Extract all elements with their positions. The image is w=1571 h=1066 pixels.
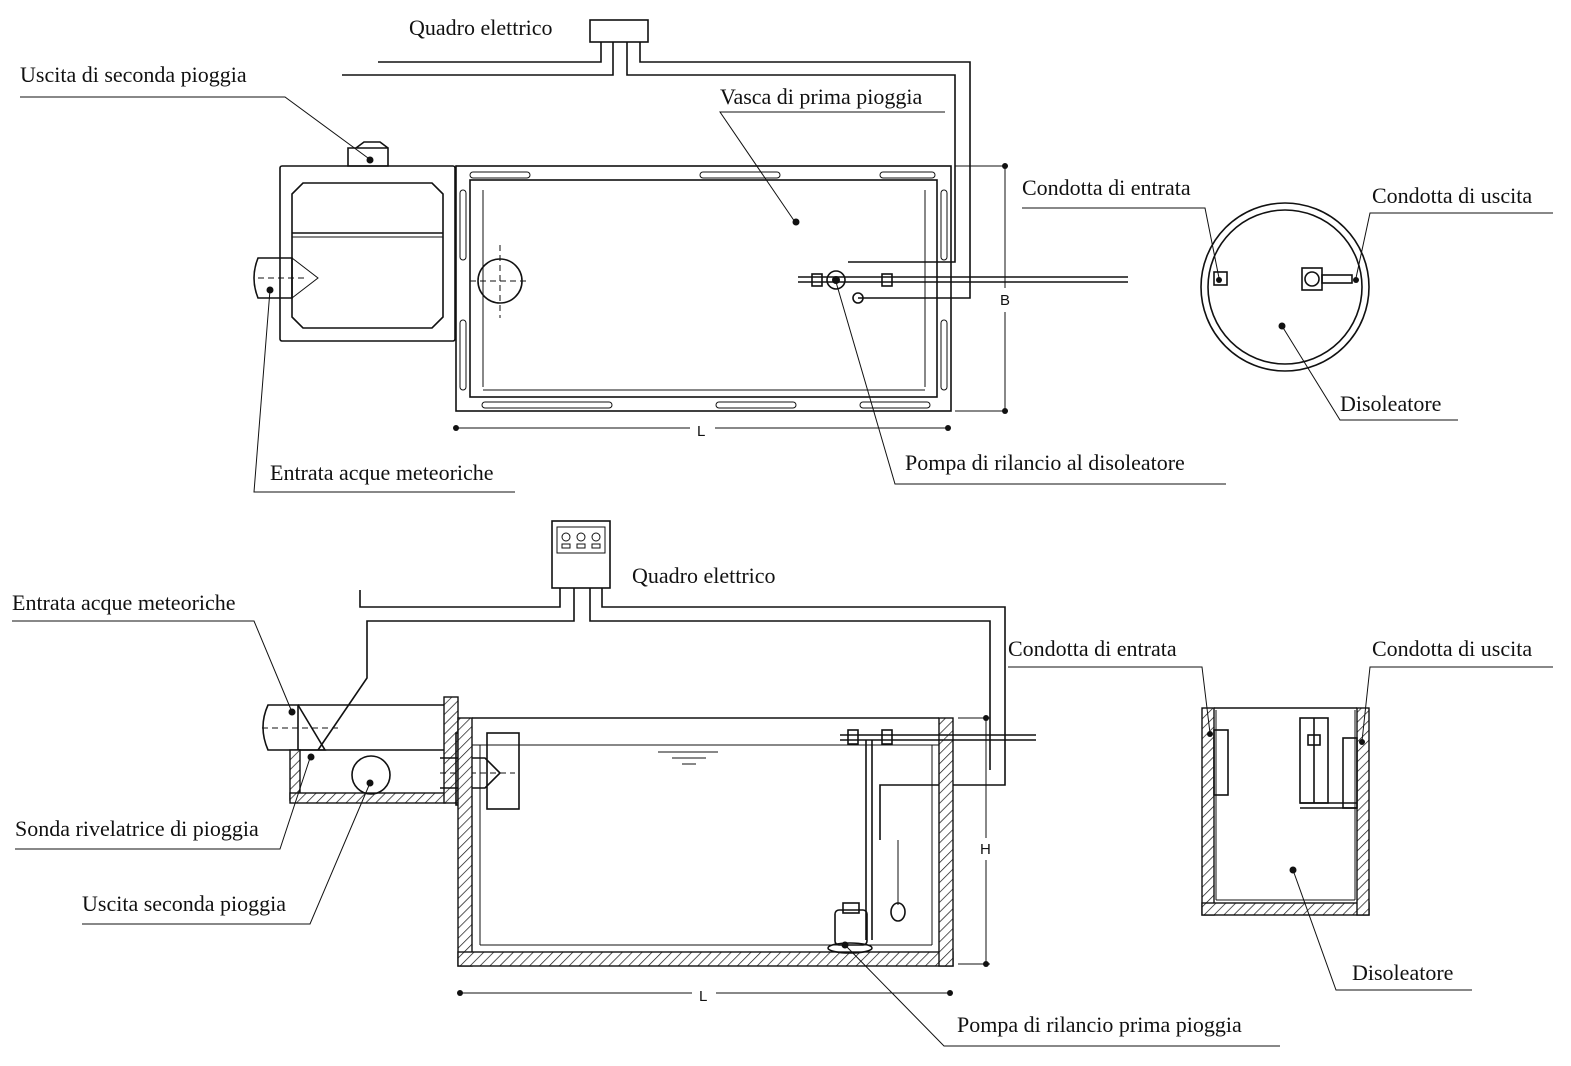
section-disoleatore-label: Disoleatore — [1352, 960, 1453, 985]
section-sonda-dot — [307, 753, 315, 761]
plan-condotta-entrata-leader — [1022, 207, 1220, 279]
section-uscita-seconda-label: Uscita seconda pioggia — [82, 891, 286, 916]
section-entrata-dot — [288, 708, 296, 716]
section-condotta-uscita-leader — [1361, 666, 1553, 742]
plan-entrata-leader — [253, 289, 515, 493]
section-sonda-leader — [15, 757, 311, 850]
plan-uscita-leader — [20, 96, 369, 159]
plan-dim-b — [955, 163, 1008, 414]
plan-vasca-dot — [792, 218, 800, 226]
section-condotta-uscita-label: Condotta di uscita — [1372, 636, 1532, 661]
plan-uscita-dot — [366, 156, 374, 164]
plan-main-tank — [455, 165, 1128, 412]
plan-condotta-entrata-label: Condotta di entrata — [1022, 175, 1191, 200]
plan-pompa-leader — [835, 281, 1226, 485]
section-main-tank — [457, 717, 1036, 967]
section-view: Quadro elettrico Entrata acque meteorich… — [12, 520, 1553, 1047]
section-entrata-acque-label: Entrata acque meteoriche — [12, 590, 236, 615]
section-condotta-entrata-dot — [1207, 731, 1213, 737]
plan-entrata-acque-label: Entrata acque meteoriche — [270, 460, 494, 485]
plan-dim-l — [453, 425, 951, 431]
section-dim-l-label: L — [699, 988, 707, 1005]
section-oil-separator — [1201, 707, 1370, 916]
section-pompa-leader — [844, 944, 1280, 1047]
section-disoleatore-leader — [1292, 869, 1472, 991]
plan-quadro-label: Quadro elettrico — [409, 15, 553, 40]
section-inlet-chamber — [262, 696, 520, 810]
section-condotta-entrata-label: Condotta di entrata — [1008, 636, 1177, 661]
plan-inlet-chamber — [253, 165, 456, 342]
plan-view: Quadro elettrico Uscita di seconda piogg… — [20, 15, 1553, 493]
section-uscita-leader — [82, 782, 371, 925]
plan-uscita-label: Uscita di seconda pioggia — [20, 62, 247, 87]
plan-disoleatore-dot — [1278, 322, 1286, 330]
plan-vasca-leader — [719, 111, 945, 223]
section-quadro-label: Quadro elettrico — [632, 563, 776, 588]
section-dim-l — [457, 990, 953, 996]
section-dim-h — [958, 715, 990, 967]
section-uscita-dot — [366, 779, 374, 787]
section-pompa-label: Pompa di rilancio prima pioggia — [957, 1012, 1242, 1037]
section-sonda-label: Sonda rivelatrice di pioggia — [15, 816, 259, 841]
section-dim-h-label: H — [980, 841, 991, 858]
section-disoleatore-dot — [1289, 866, 1297, 874]
plan-condotta-uscita-leader — [1355, 212, 1553, 279]
plan-electrical-panel — [342, 19, 971, 299]
plan-dim-l-label: L — [697, 423, 705, 440]
section-condotta-entrata-leader — [1008, 666, 1211, 734]
plan-pompa-label: Pompa di rilancio al disoleatore — [905, 450, 1185, 475]
plan-disoleatore-leader — [1281, 325, 1458, 421]
section-entrata-leader — [12, 620, 293, 713]
section-electrical-panel — [317, 520, 1006, 840]
plan-disoleatore-label: Disoleatore — [1340, 391, 1441, 416]
plan-entrata-dot — [266, 286, 274, 294]
plan-dim-b-label: B — [1000, 292, 1010, 309]
section-condotta-uscita-dot — [1359, 739, 1365, 745]
plan-condotta-uscita-label: Condotta di uscita — [1372, 183, 1532, 208]
section-pompa-dot — [841, 941, 849, 949]
plan-vasca-label: Vasca di prima pioggia — [720, 84, 922, 109]
plan-oil-separator — [1200, 202, 1370, 372]
